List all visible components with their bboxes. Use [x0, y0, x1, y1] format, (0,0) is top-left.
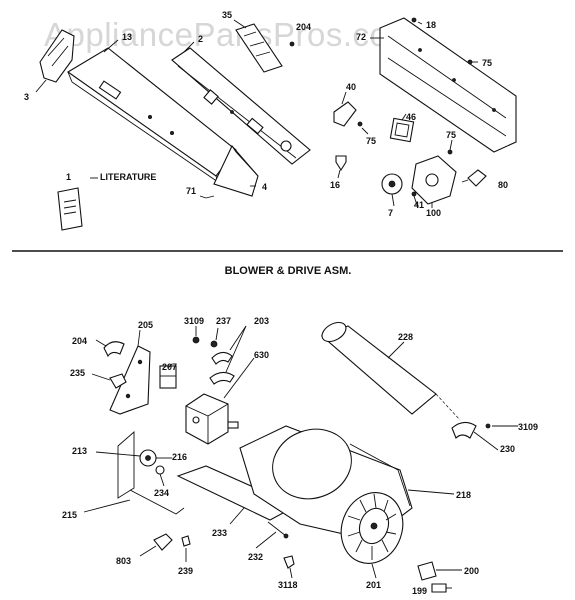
part-232-spring[interactable]	[267, 521, 287, 537]
part-230-clip[interactable]	[451, 421, 477, 439]
label-3: 3	[24, 92, 29, 102]
label-803: 803	[116, 556, 131, 566]
label-207: 207	[162, 362, 177, 372]
label-80: 80	[498, 180, 508, 190]
label-216: 216	[172, 452, 187, 462]
part-16-pin[interactable]	[335, 155, 347, 172]
label-218: 218	[456, 490, 471, 500]
label-13: 13	[122, 32, 132, 42]
label-233: 233	[212, 528, 227, 538]
part-1-literature[interactable]	[57, 187, 83, 231]
label-204: 204	[72, 336, 87, 346]
label-237: 237	[216, 316, 231, 326]
label-232: 232	[248, 552, 263, 562]
part-235-screw[interactable]	[109, 373, 127, 389]
label-4: 4	[262, 182, 267, 192]
section-title: BLOWER & DRIVE ASM.	[225, 265, 352, 277]
label-201: 201	[366, 580, 381, 590]
label-75-c: 75	[446, 130, 456, 140]
part-228-duct[interactable]	[320, 325, 437, 415]
part-203-clamp-a[interactable]	[211, 351, 233, 365]
label-41: 41	[414, 200, 424, 210]
label-35: 35	[222, 10, 232, 20]
part-630-motor[interactable]	[185, 393, 229, 445]
label-40: 40	[346, 82, 356, 92]
label-200: 200	[464, 566, 479, 576]
label-100: 100	[426, 208, 441, 218]
label-75-b: 75	[366, 136, 376, 146]
label-205: 205	[138, 320, 153, 330]
label-213: 213	[72, 446, 87, 456]
control-panel-group	[35, 17, 517, 231]
part-46-component[interactable]	[389, 117, 415, 143]
label-literature: LITERATURE	[100, 172, 156, 182]
label-630: 630	[254, 350, 269, 360]
label-71: 71	[186, 186, 196, 196]
label-239: 239	[178, 566, 193, 576]
part-207-switch[interactable]	[159, 365, 177, 389]
part-35-board[interactable]	[235, 23, 283, 73]
part-201-fan[interactable]	[331, 484, 412, 572]
blower-drive-group	[83, 321, 518, 593]
part-239-screw[interactable]	[181, 535, 191, 547]
label-7: 7	[388, 208, 393, 218]
part-3-endcap[interactable]	[39, 29, 75, 83]
label-3109-b: 3109	[518, 422, 538, 432]
label-16: 16	[330, 180, 340, 190]
label-235: 235	[70, 368, 85, 378]
part-3118-screw[interactable]	[283, 555, 295, 569]
label-3118: 3118	[278, 580, 298, 590]
label-18: 18	[426, 20, 436, 30]
part-200-clamp[interactable]	[417, 561, 437, 581]
label-203: 203	[254, 316, 269, 326]
part-72-bracket[interactable]	[379, 17, 517, 153]
part-234-nut[interactable]	[155, 465, 165, 475]
part-80-clip[interactable]	[467, 169, 487, 187]
label-230: 230	[500, 444, 515, 454]
watermark-text: AppliancePartsPros.com	[44, 16, 416, 53]
label-3109-a: 3109	[184, 316, 204, 326]
label-215: 215	[62, 510, 77, 520]
part-215-rod[interactable]	[129, 489, 185, 515]
label-228: 228	[398, 332, 413, 342]
part-199-bolt[interactable]	[431, 583, 447, 593]
label-1: 1	[66, 172, 71, 182]
label-199: 199	[412, 586, 427, 596]
part-40-switch[interactable]	[333, 101, 357, 127]
label-75-a: 75	[482, 58, 492, 68]
label-46: 46	[406, 112, 416, 122]
part-803-sensor[interactable]	[153, 533, 173, 551]
part-203-clamp-b[interactable]	[209, 371, 235, 385]
label-2: 2	[198, 34, 203, 44]
label-72: 72	[356, 32, 366, 42]
part-204-clip[interactable]	[103, 341, 125, 358]
label-234: 234	[154, 488, 169, 498]
label-204-top: 204	[296, 22, 311, 32]
